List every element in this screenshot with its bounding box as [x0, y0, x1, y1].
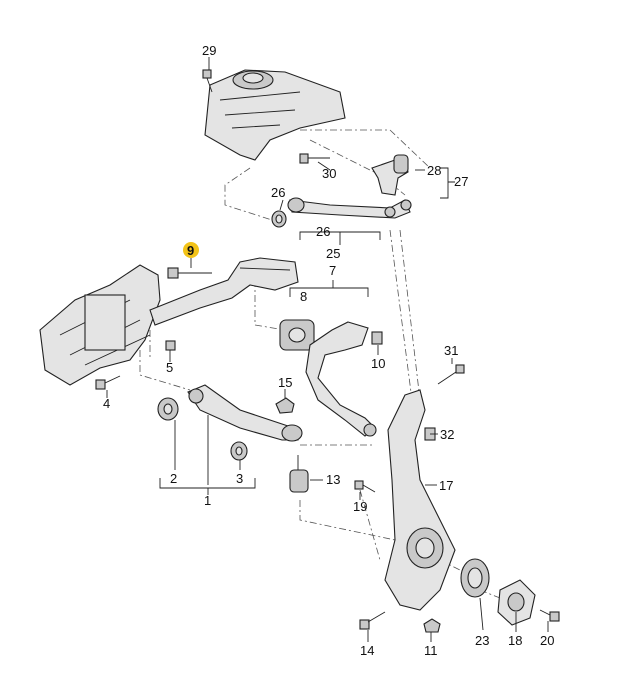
callout-20: 20 — [540, 633, 554, 648]
callout-26a: 26 — [271, 185, 285, 200]
callout-11: 11 — [424, 643, 438, 658]
callout-27: 27 — [454, 174, 468, 189]
bolt-29-icon — [202, 69, 213, 93]
upper-arm-26 — [287, 197, 412, 219]
bushing-26-icon — [271, 210, 287, 228]
nut-15-icon — [275, 397, 295, 414]
bushing-3-icon — [230, 441, 248, 461]
callout-18: 18 — [508, 633, 522, 648]
wheel-bearing-23 — [460, 558, 490, 598]
nut-10-icon — [371, 331, 383, 345]
leader-lines — [106, 57, 549, 642]
callout-30: 30 — [322, 166, 336, 181]
wheel-knuckle-17 — [384, 389, 456, 611]
upper-mount-housing — [204, 69, 346, 161]
ball-joint-13-icon — [289, 455, 309, 493]
callout-32: 32 — [440, 427, 454, 442]
callout-19: 19 — [353, 499, 367, 514]
callout-labels: 29 30 28 27 26 26 25 9 7 8 10 5 4 15 13 … — [103, 43, 554, 658]
bolt-5-icon — [165, 340, 176, 351]
control-arm-7 — [305, 321, 377, 437]
bolt-4-icon — [95, 375, 121, 390]
bolt-9-icon — [167, 267, 212, 279]
upper-arm-28 — [371, 154, 409, 196]
callout-14: 14 — [360, 643, 374, 658]
callout-4: 4 — [103, 396, 110, 411]
callout-23: 23 — [475, 633, 489, 648]
callout-3: 3 — [236, 471, 243, 486]
callout-31: 31 — [444, 343, 458, 358]
callout-1: 1 — [204, 493, 211, 508]
callout-9: 9 — [187, 243, 194, 258]
callout-10: 10 — [371, 356, 385, 371]
subframe — [39, 264, 161, 386]
callout-17: 17 — [439, 478, 453, 493]
callout-26b: 26 — [316, 224, 330, 239]
bushing-8-icon — [279, 319, 315, 351]
control-arm-1 — [187, 384, 303, 442]
callout-7: 7 — [329, 263, 336, 278]
callout-9-highlight — [183, 242, 199, 258]
stabilizer-link — [149, 257, 299, 326]
callout-25: 25 — [326, 246, 340, 261]
bolt-31-icon — [437, 364, 465, 385]
wheel-hub-18 — [497, 579, 536, 626]
bolt-14-icon — [359, 611, 386, 630]
nut-11-icon — [423, 618, 441, 633]
bolt-20-icon — [539, 609, 560, 622]
bolt-30-icon — [299, 153, 330, 164]
bolt-19-icon — [354, 480, 376, 493]
callout-29: 29 — [202, 43, 216, 58]
callout-5: 5 — [166, 360, 173, 375]
callout-13: 13 — [326, 472, 340, 487]
callout-2: 2 — [170, 471, 177, 486]
callout-8: 8 — [300, 289, 307, 304]
callout-15: 15 — [278, 375, 292, 390]
bushing-2-icon — [157, 397, 179, 421]
group-brackets — [159, 167, 455, 495]
callout-28: 28 — [427, 163, 441, 178]
